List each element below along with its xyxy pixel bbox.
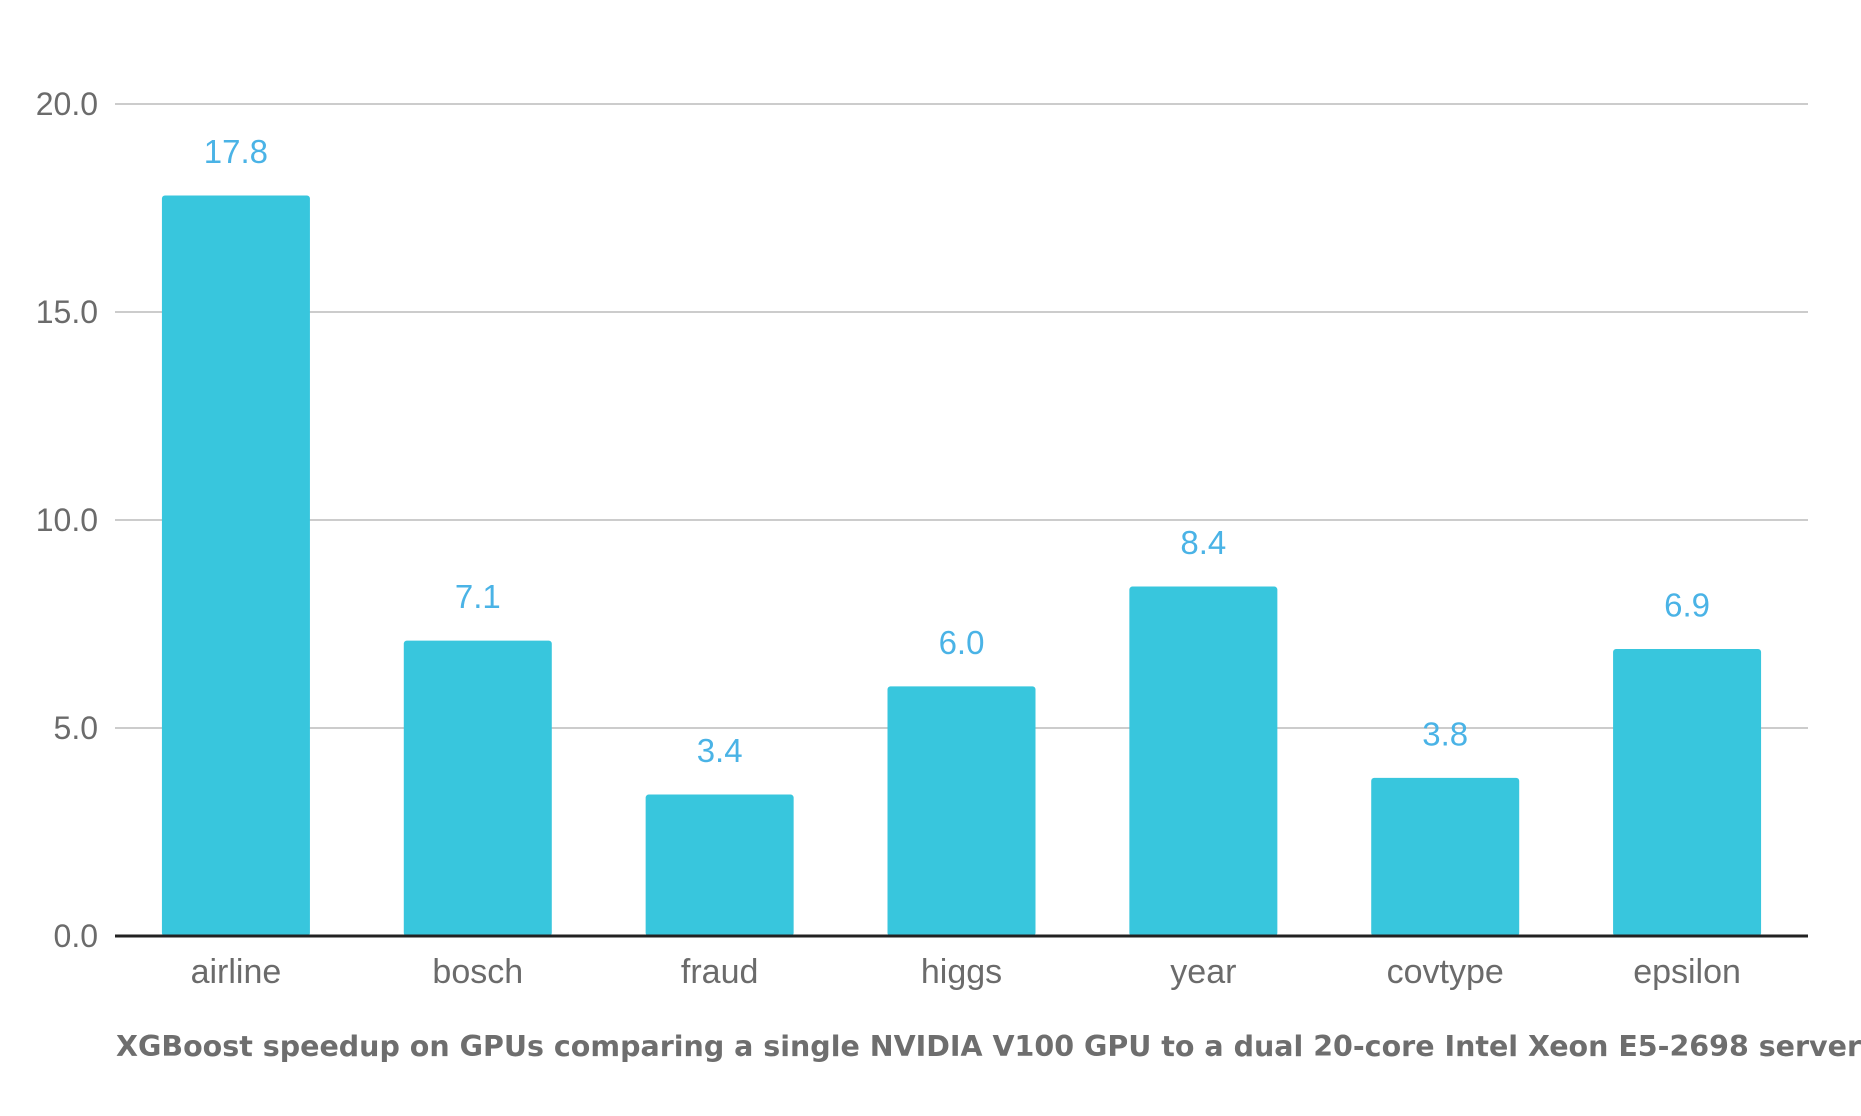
y-tick-label: 20.0 — [36, 86, 98, 122]
x-category-label: year — [1170, 953, 1236, 991]
bar-bosch — [403, 640, 552, 936]
bar-higgs — [887, 686, 1036, 936]
x-category-label: fraud — [681, 953, 759, 991]
y-tick-label: 10.0 — [36, 502, 98, 538]
data-label-bosch: 7.1 — [455, 578, 501, 615]
bars — [161, 195, 1762, 936]
y-axis-ticks: 0.0 5.0 10.0 15.0 20.0 — [36, 86, 98, 954]
data-label-year: 8.4 — [1180, 524, 1226, 561]
x-category-label: covtype — [1387, 953, 1504, 991]
x-category-label: higgs — [921, 953, 1002, 991]
data-labels: 17.8 7.1 3.4 6.0 8.4 3.8 6.9 — [204, 133, 1710, 769]
bar-fraud — [645, 794, 794, 936]
y-tick-label: 15.0 — [36, 294, 98, 330]
bar-year — [1129, 586, 1278, 936]
x-category-label: bosch — [432, 953, 523, 991]
x-category-label: airline — [191, 953, 282, 991]
data-label-airline: 17.8 — [204, 133, 268, 170]
data-label-epsilon: 6.9 — [1664, 586, 1710, 623]
data-label-fraud: 3.4 — [697, 732, 743, 769]
bar-covtype — [1371, 777, 1520, 936]
chart-caption: XGBoost speedup on GPUs comparing a sing… — [116, 1030, 1861, 1063]
x-axis-categories: airline bosch fraud higgs year covtype epsilon — [191, 953, 1741, 991]
bar-epsilon — [1613, 648, 1762, 936]
y-tick-label: 5.0 — [54, 710, 98, 746]
x-category-label: epsilon — [1633, 953, 1741, 991]
y-tick-label: 0.0 — [54, 918, 98, 954]
data-label-higgs: 6.0 — [939, 624, 985, 661]
data-label-covtype: 3.8 — [1422, 715, 1468, 752]
bar-airline — [161, 195, 310, 936]
